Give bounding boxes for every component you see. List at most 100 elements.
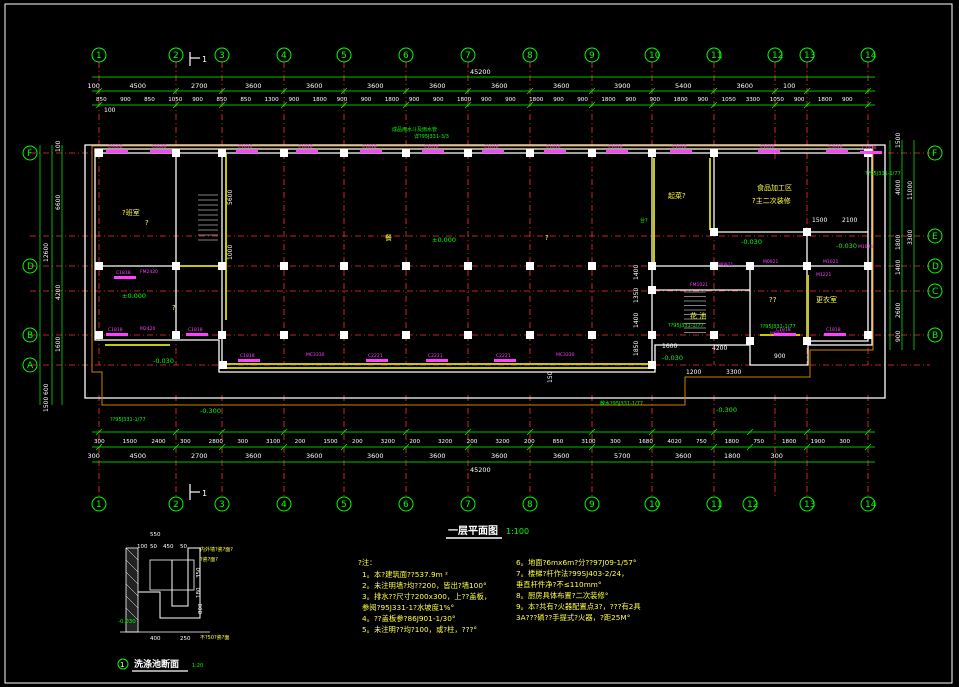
- tick-top-4-91: [340, 87, 348, 95]
- detail-dim-2: 50: [150, 544, 157, 550]
- dim-bottom-sub-11: 200: [409, 439, 420, 445]
- column-extra-5: [803, 337, 811, 345]
- window-mark-12: C1818: [116, 270, 131, 276]
- axis-top-label-8: 8: [527, 51, 533, 61]
- column-5-1: [402, 262, 410, 270]
- tick-bottom-10-432: [710, 428, 718, 436]
- axis-bottom-label-3: 3: [219, 500, 225, 510]
- detail-dim-3: 450: [163, 544, 174, 550]
- tick-top-8-91: [588, 87, 596, 95]
- axis-top-bubble-3: [214, 47, 230, 63]
- dimension-lines: [39, 76, 915, 463]
- dim-misc-8: 1850: [633, 341, 640, 356]
- dim-misc-5: 1400: [633, 265, 640, 280]
- dim-bottom-sub-14: 3200: [495, 439, 510, 445]
- axis-bottom-label-4: 4: [281, 500, 287, 510]
- level-planter: -0.030: [662, 354, 683, 362]
- window-mark-20: C1818: [826, 327, 841, 333]
- column-extra-2: [803, 228, 811, 236]
- axis-right-bubble-E: [927, 228, 943, 244]
- dim-top-sub-26: 1050: [722, 97, 737, 103]
- window-mark-bar-7: [544, 150, 566, 153]
- column-9-1: [648, 262, 656, 270]
- axis-bottom-bubble-6: [398, 496, 414, 512]
- room-planter: 花 池: [690, 311, 706, 320]
- column-0-1: [95, 262, 103, 270]
- axis-top-label-4: 4: [281, 51, 287, 61]
- dim-top-sub-18: 1800: [529, 97, 544, 103]
- axis-bottom-label-9: 9: [589, 500, 595, 510]
- dim-bottom-bay-2: 2700: [191, 452, 208, 460]
- column-1-1: [172, 262, 180, 270]
- door-mark-5: M1021: [858, 244, 873, 250]
- dim-bottom-bay-6: 3600: [429, 452, 446, 460]
- axis-bottom-label-10: 10: [649, 500, 661, 510]
- dim-misc-2: 1000: [227, 245, 234, 260]
- dim-top-sub-12: 1800: [385, 97, 400, 103]
- axis-bottom-bubble-12: [742, 496, 758, 512]
- dim-left-1: 6600: [55, 195, 62, 210]
- window-mark-bar-19: [774, 333, 796, 336]
- dim-misc-14: 150: [547, 371, 554, 383]
- axis-top-bubble-14: [860, 47, 876, 63]
- axis-bottom-bubble-11: [706, 496, 722, 512]
- axis-bottom-bubble-4: [276, 496, 292, 512]
- axis-bottom-label-1: 1: [96, 500, 102, 510]
- dim-misc-6: 1350: [633, 288, 640, 303]
- room-food-processing: 食品加工区: [757, 183, 792, 192]
- axis-top-label-12: 12: [772, 51, 783, 61]
- dim-bottom-bay-5: 3600: [367, 452, 384, 460]
- detail-label-3: -0.030: [118, 619, 136, 625]
- dim-misc-11: 1200: [686, 369, 701, 376]
- axis-bottom-label-13: 13: [804, 500, 815, 510]
- room-serving: 起菜?: [668, 191, 686, 200]
- window-mark-3: C1818: [298, 144, 313, 150]
- dim-bottom-bay-7: 3600: [491, 452, 508, 460]
- dim-top-sub-13: 900: [409, 97, 420, 103]
- level-dining: ±0.000: [432, 236, 456, 244]
- detail-dim-0: 550: [150, 532, 161, 538]
- note-col1-1: 2。未注明墙?均??200，皆出?墙100°: [362, 581, 487, 590]
- note-col2-1: 7。楼梯?杆作法?99SJ403-2/24，: [516, 569, 628, 578]
- note-col1-3: 参阅?95J331-1?水坡度1%°: [362, 603, 454, 612]
- tick-bottom-8-447: [588, 443, 596, 451]
- dim-top-sub-5: 850: [216, 97, 227, 103]
- axis-top-bubble-4: [276, 47, 292, 63]
- level-corridor: -0.030: [153, 357, 174, 365]
- dim-right-2: 3300: [907, 230, 914, 245]
- dim-bottom-sub-21: 750: [696, 439, 707, 445]
- dim-top-sub-17: 900: [505, 97, 516, 103]
- dim-top-sub-24: 1800: [674, 97, 689, 103]
- axis-bottom-label-11: 11: [711, 500, 722, 510]
- detail-dim-5: 350: [196, 567, 202, 578]
- tick-bottom-4-432: [340, 428, 348, 436]
- window-mark-6: C1818: [484, 144, 499, 150]
- window-mark-11: C3618: [828, 144, 843, 150]
- dim-top-sub-29: 900: [794, 97, 805, 103]
- axis-top-label-11: 11: [711, 51, 722, 61]
- dim-top-bay-1: 4500: [130, 82, 147, 90]
- dim-bottom-sub-22: 1800: [725, 439, 740, 445]
- axis-bottom-label-2: 2: [173, 500, 179, 510]
- dim-bottom-sub-20: 4020: [667, 439, 682, 445]
- window-mark-bar-8: [606, 150, 628, 153]
- window-mark-bar-20: [824, 333, 846, 336]
- column-3-2: [280, 331, 288, 339]
- dim-bottom-sub-12: 3200: [438, 439, 453, 445]
- dim-left-5: 600: [43, 383, 50, 395]
- axis-top-label-6: 6: [403, 51, 409, 61]
- axis-top-label-9: 9: [589, 51, 595, 61]
- window-mark-17: C2221: [428, 353, 443, 359]
- dim-misc-12: 3300: [726, 369, 741, 376]
- dim-top-bay-12: 100: [783, 82, 795, 90]
- column-10-0: [710, 149, 718, 157]
- axis-top-label-2: 2: [173, 51, 179, 61]
- column-3-0: [280, 149, 288, 157]
- window-mark-16: C2221: [368, 353, 383, 359]
- note-col2-2: 垂直杆件净?不≤110mm°: [516, 580, 602, 589]
- window-mark-14: C1818: [188, 327, 203, 333]
- detail-dim-1: 100: [137, 544, 148, 550]
- axis-right-label-E: E: [932, 232, 938, 242]
